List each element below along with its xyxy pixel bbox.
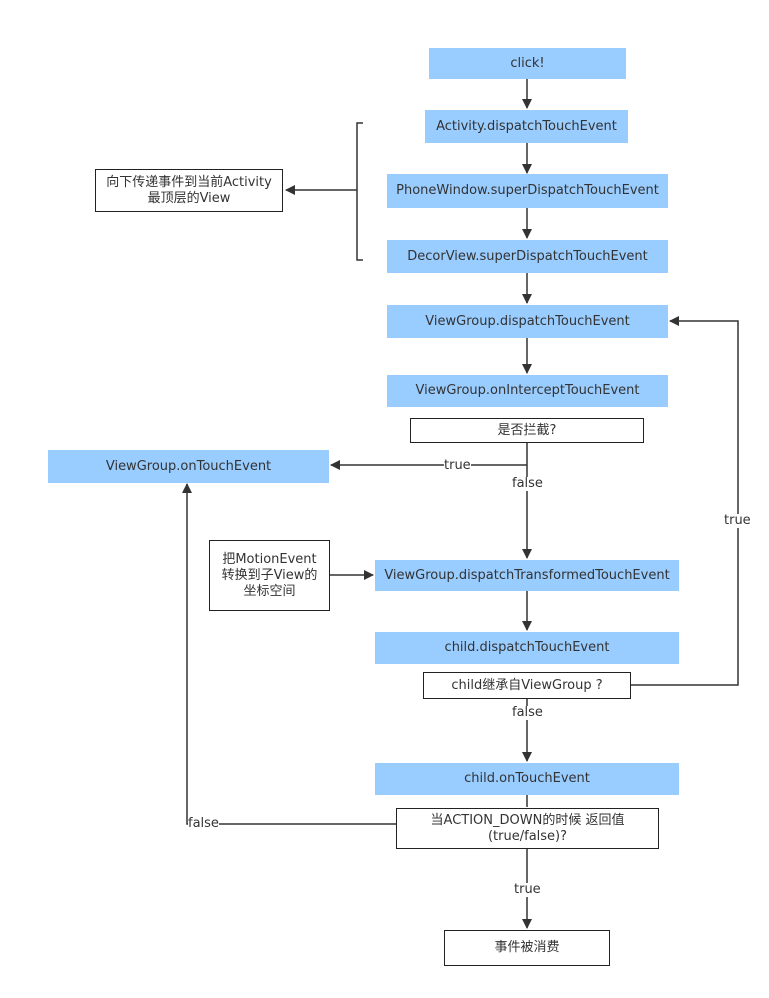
- label-intercept-true: true: [444, 458, 471, 473]
- node-action-down-question: 当ACTION_DOWN的时候 返回值 (true/false)?: [396, 808, 659, 849]
- note-motion-event: 把MotionEvent 转换到子View的 坐标空间: [209, 540, 330, 611]
- note-top-line1: 向下传递事件到当前Activity: [106, 174, 272, 190]
- action-line2: (true/false)?: [487, 828, 568, 844]
- label-child-vg-false: false: [512, 705, 543, 720]
- bracket: [356, 122, 363, 261]
- node-activity-dispatch: Activity.dispatchTouchEvent: [425, 110, 628, 143]
- node-vg-dispatch: ViewGroup.dispatchTouchEvent: [387, 305, 668, 338]
- note-top-line2: 最顶层的View: [147, 190, 231, 206]
- node-click: click!: [429, 48, 626, 79]
- label-action-true: true: [514, 882, 541, 897]
- action-line1: 当ACTION_DOWN的时候 返回值: [430, 812, 625, 828]
- arrow-child-vg-true: [631, 316, 739, 686]
- label-intercept-false: false: [512, 476, 543, 491]
- node-child-question: child继承自ViewGroup ?: [423, 672, 631, 699]
- note-motion-line1: 把MotionEvent: [222, 551, 317, 567]
- arrow-action-false: [182, 483, 396, 825]
- label-action-false: false: [188, 816, 219, 831]
- note-top-activity: 向下传递事件到当前Activity 最顶层的View: [95, 169, 283, 212]
- node-phonewindow: PhoneWindow.superDispatchTouchEvent: [387, 174, 668, 208]
- label-child-vg-true: true: [724, 513, 751, 528]
- note-motion-line2: 转换到子View的: [221, 567, 318, 583]
- node-vg-ontouch: ViewGroup.onTouchEvent: [48, 450, 329, 483]
- node-child-dispatch: child.dispatchTouchEvent: [375, 632, 679, 664]
- node-intercept-question: 是否拦截?: [410, 418, 644, 443]
- node-decorview: DecorView.superDispatchTouchEvent: [387, 240, 668, 273]
- node-child-ontouch: child.onTouchEvent: [375, 763, 679, 795]
- node-vg-transformed: ViewGroup.dispatchTransformedTouchEvent: [375, 560, 679, 591]
- node-consumed: 事件被消费: [444, 930, 610, 966]
- note-motion-line3: 坐标空间: [243, 583, 296, 599]
- node-vg-intercept: ViewGroup.onInterceptTouchEvent: [387, 375, 668, 407]
